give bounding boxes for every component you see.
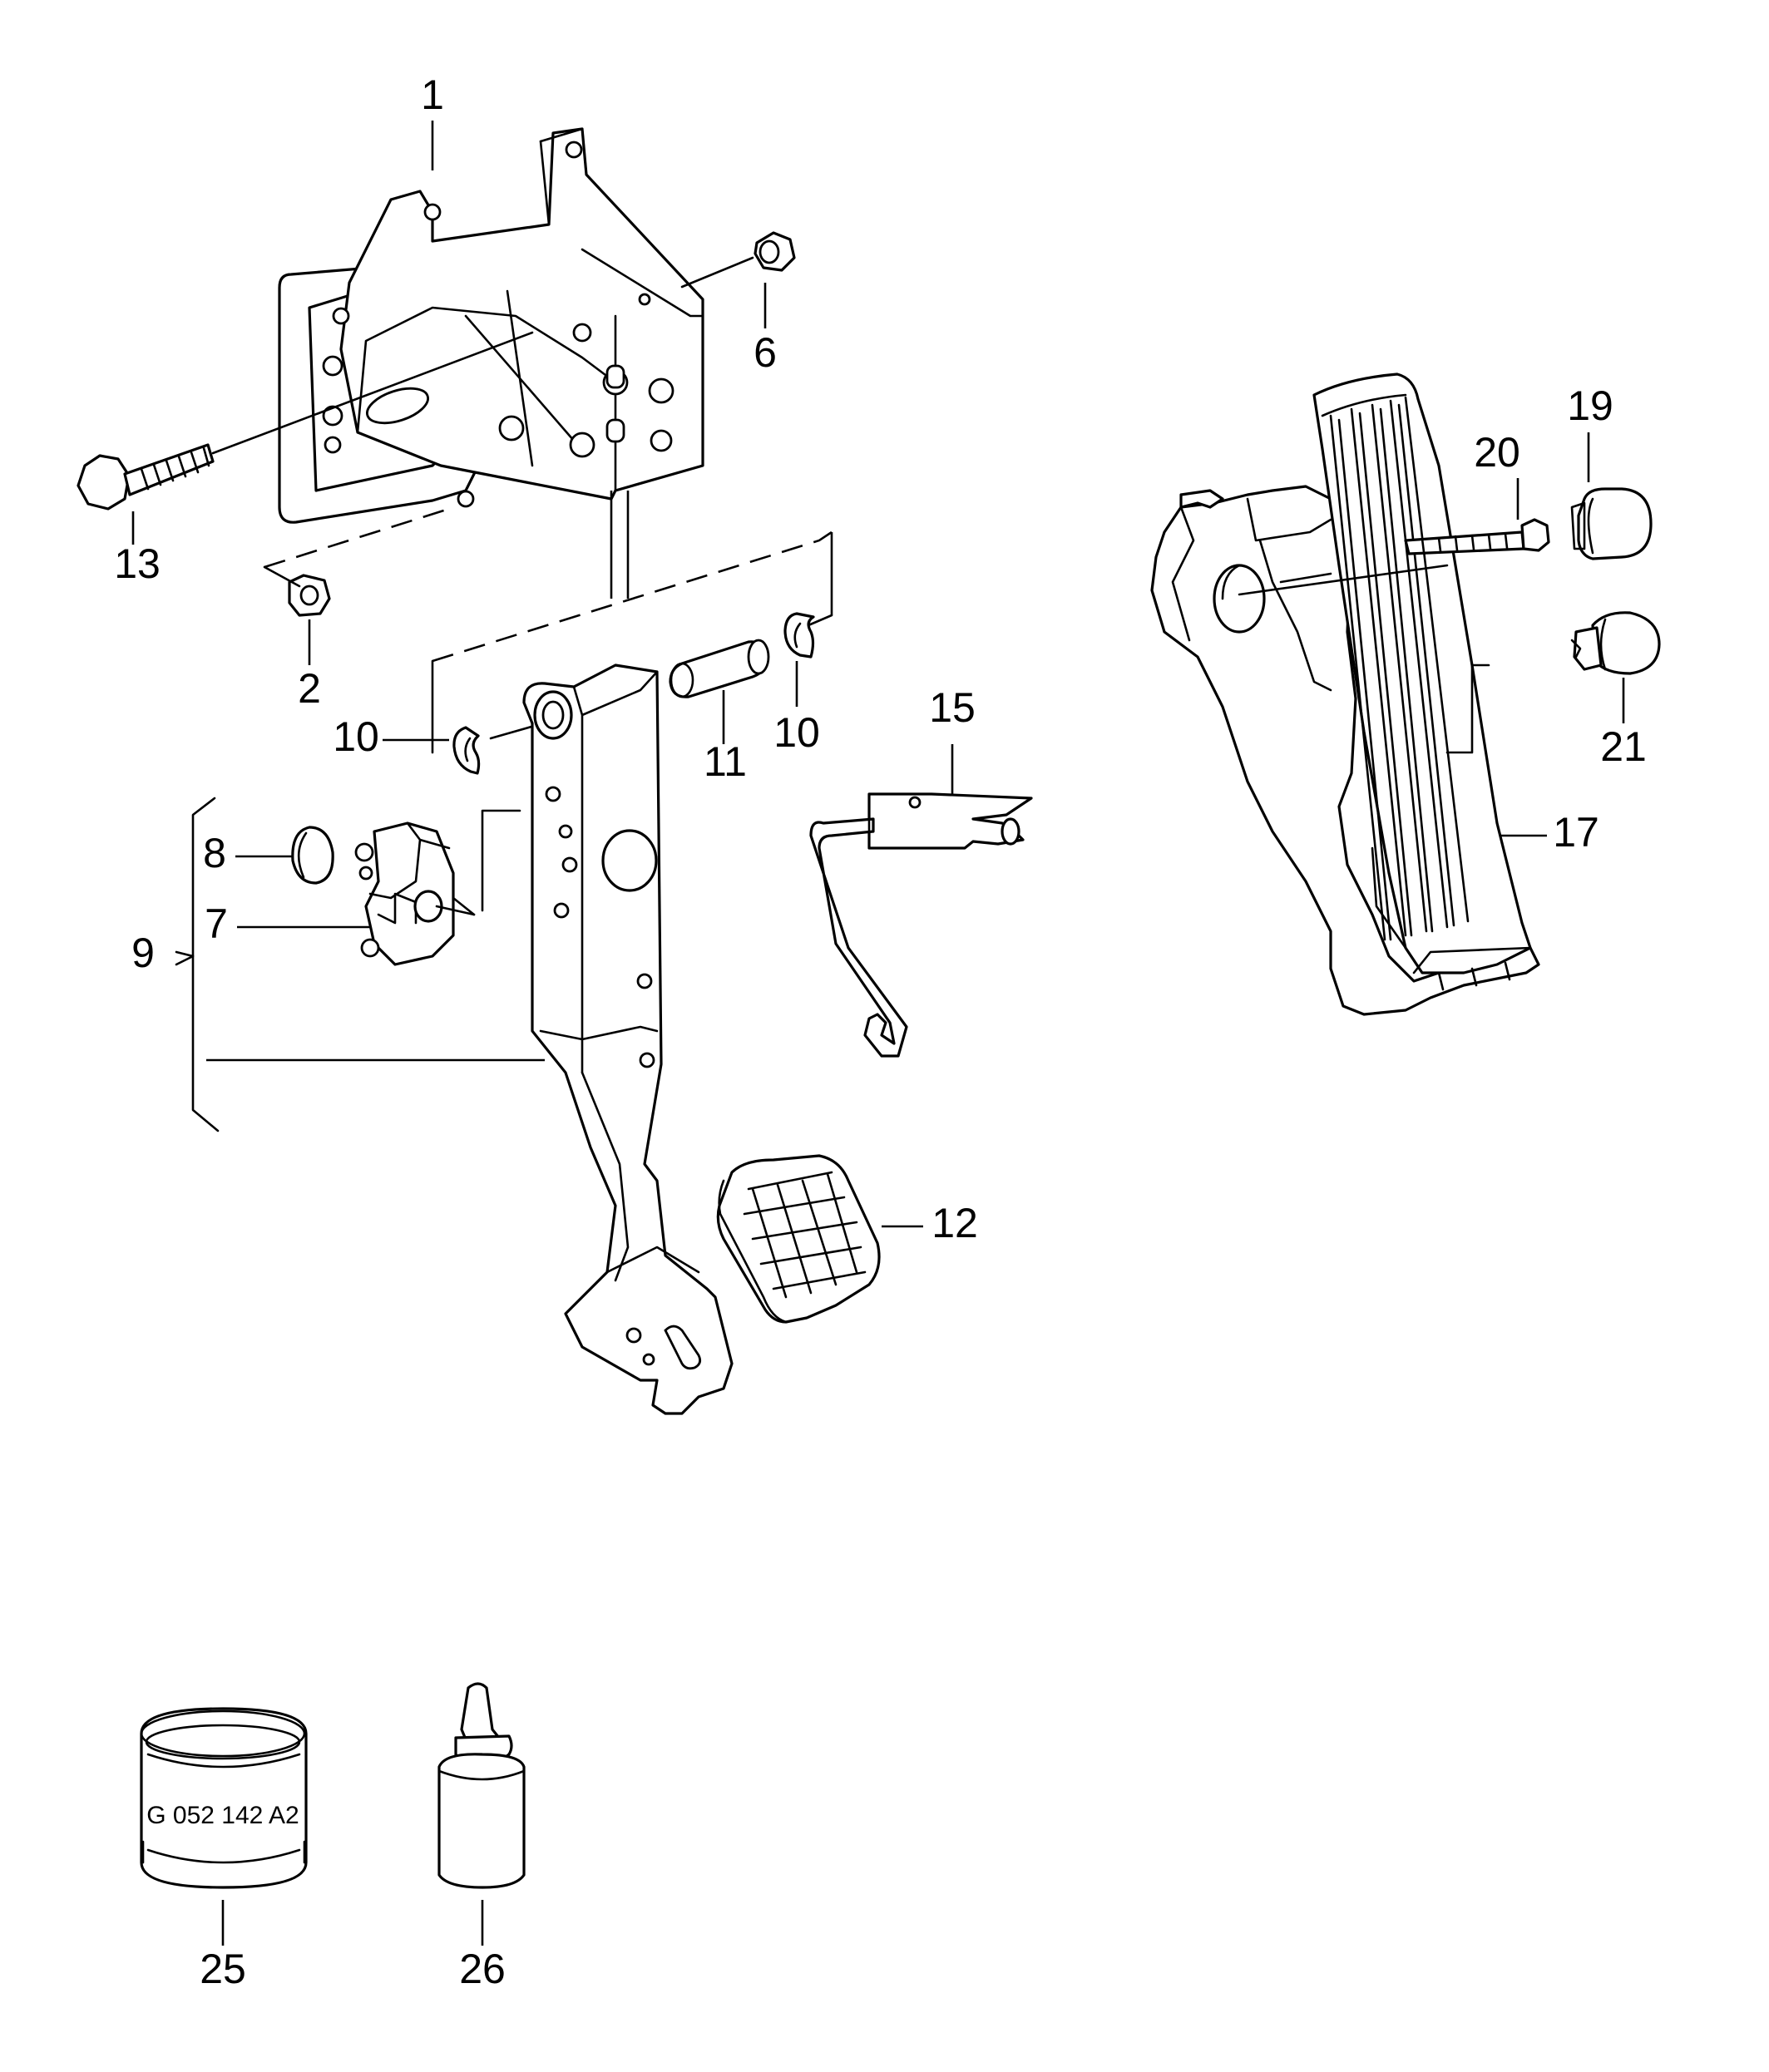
part-7-position-sensor: [354, 821, 476, 966]
callout-21: 21: [1600, 723, 1647, 770]
part-20-screw: [1404, 518, 1550, 555]
part-15-pedal-rod: [809, 792, 1033, 1058]
part-10-circlip-left: [452, 726, 481, 775]
part-21-plug: [1570, 611, 1661, 675]
callout-10-right: 10: [773, 709, 820, 756]
assembly-line-accelerator-axis: [1238, 564, 1449, 596]
part-9-bracket: [191, 797, 220, 1132]
callout-19: 19: [1567, 382, 1613, 429]
part-26-sealant-bottle: [437, 1682, 526, 1889]
part-19-cap: [1570, 487, 1653, 560]
part-9-brake-pedal: [522, 664, 734, 1415]
callout-15: 15: [929, 684, 976, 731]
part-13-bolt: [77, 331, 534, 511]
assembly-line-shaft-top: [432, 530, 833, 663]
part-12-tread-pattern: [743, 1171, 867, 1299]
callout-25: 25: [200, 1946, 246, 1992]
grease-can-print: G 052 142 A2: [146, 1802, 299, 1829]
part-9-bracket-tip: [175, 950, 195, 966]
part-21-mount-bracket-line: [1445, 664, 1490, 754]
callout-9: 9: [131, 930, 155, 976]
callout-13: 13: [114, 540, 161, 587]
callout-10-left: 10: [333, 713, 379, 760]
callout-6: 6: [754, 329, 777, 376]
callout-labels: 1 2 6 7 8 9 10 10 11 12 13 15 17 19 20 2…: [114, 72, 1647, 1992]
callout-7: 7: [205, 900, 228, 947]
callout-2: 2: [298, 665, 321, 712]
part-6-flange-nut: [680, 231, 796, 289]
callout-11: 11: [704, 738, 747, 785]
part-8-o-ring: [291, 826, 334, 885]
part-9-leader-sensor: [452, 896, 476, 916]
callout-8: 8: [203, 830, 226, 876]
part-2-nut: [288, 574, 331, 617]
part-17-accelerator-pedal: [1150, 372, 1540, 1016]
part-11-bushing: [669, 639, 770, 698]
part-1-pedal-bracket: [278, 127, 704, 524]
part-25-grease-can: G 052 142 A2: [140, 1707, 308, 1889]
part-12-pedal-pad: [716, 1154, 881, 1324]
callout-12: 12: [931, 1200, 978, 1246]
callout-1: 1: [421, 72, 444, 118]
part-9-leader-upper: [481, 809, 521, 912]
callout-17: 17: [1553, 809, 1599, 856]
part-10-circlip-right: [783, 612, 815, 659]
callout-20: 20: [1474, 429, 1520, 476]
callout-leaders: [131, 121, 1625, 1946]
callout-26: 26: [459, 1946, 506, 1992]
assembly-line-nut-2-corner: [263, 565, 301, 588]
